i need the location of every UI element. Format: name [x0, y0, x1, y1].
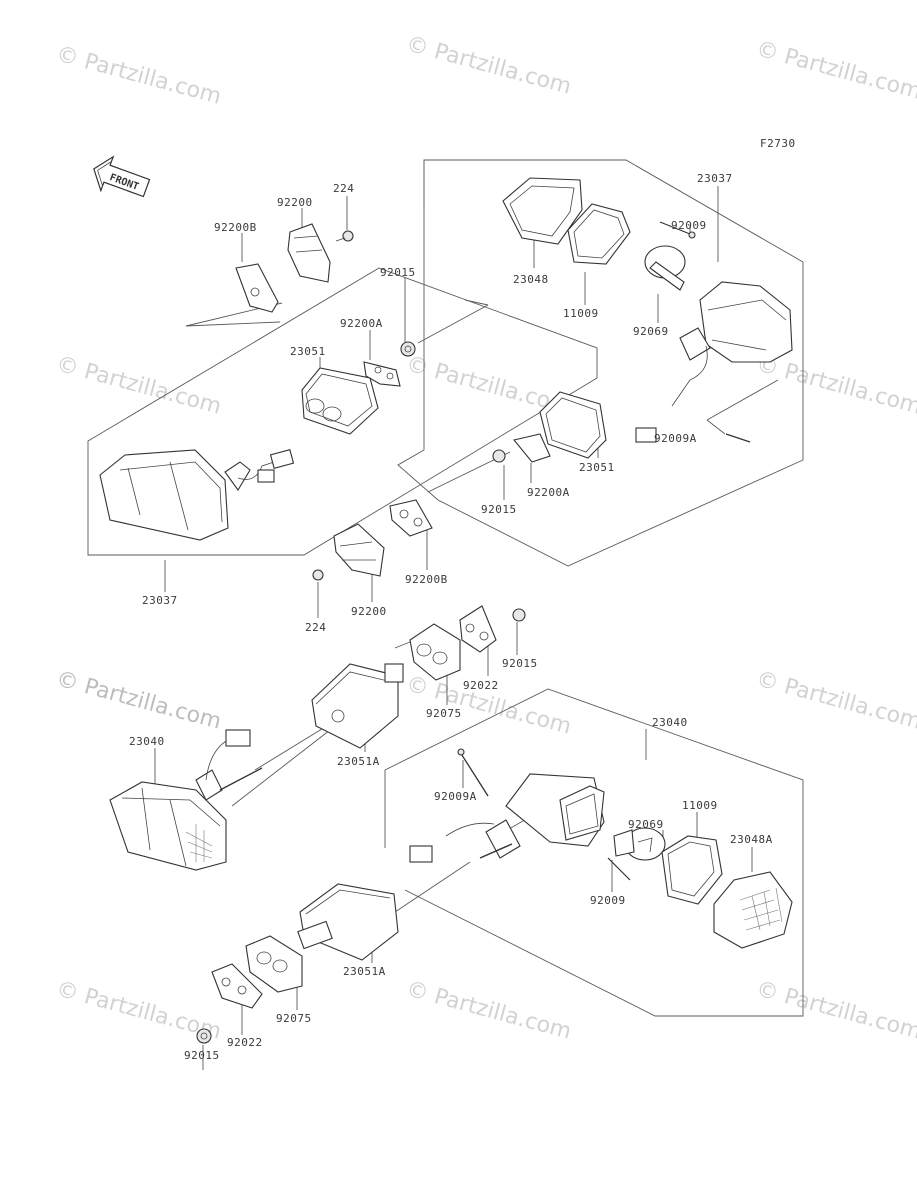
watermark: © Partzilla.com: [403, 32, 573, 100]
part-label: 23051A: [343, 965, 386, 978]
turn-signal-lamp-icon: [635, 281, 793, 443]
part-label: 92200: [277, 196, 313, 209]
part-label: 11009: [563, 307, 599, 320]
grommet-icon: [245, 935, 303, 993]
plate-icon: [235, 263, 279, 313]
part-label: 23051: [579, 461, 615, 474]
turn-signal-lamp-icon: [409, 773, 605, 863]
part-label: 92015: [502, 657, 538, 670]
screw-icon: [335, 230, 354, 242]
grommet-icon: [301, 367, 379, 435]
watermark: © Partzilla.com: [753, 352, 917, 420]
bulb-icon: [613, 827, 666, 861]
washer-icon: [211, 963, 263, 1009]
bulb-icon: [644, 245, 686, 291]
watermark: © Partzilla.com: [753, 667, 917, 735]
part-label: 92200B: [405, 573, 448, 586]
gasket-icon: [661, 835, 723, 905]
lens-icon: [502, 177, 583, 245]
part-label: 23040: [652, 716, 688, 729]
nut-icon: [196, 1028, 212, 1044]
watermark: © Partzilla.com: [753, 37, 917, 105]
part-label: 92009: [671, 219, 707, 232]
turn-signal-lamp-icon: [99, 448, 295, 541]
part-label: 224: [305, 621, 326, 634]
part-label: 92009A: [434, 790, 477, 803]
part-label: 23051A: [337, 755, 380, 768]
grommet-icon: [299, 883, 399, 961]
part-label: 92075: [426, 707, 462, 720]
part-label: 92200A: [527, 486, 570, 499]
plate-icon: [363, 361, 401, 387]
screw-icon: [312, 569, 324, 581]
part-label: 92200: [351, 605, 387, 618]
part-label: 23037: [697, 172, 733, 185]
part-label: 23048A: [730, 833, 773, 846]
front-arrow-icon: FRONT: [93, 155, 151, 198]
watermark: © Partzilla.com: [53, 42, 223, 110]
bracket-icon: [333, 523, 385, 577]
part-label: 23048: [513, 273, 549, 286]
part-label: 92075: [276, 1012, 312, 1025]
bracket-icon: [287, 223, 331, 283]
assembly-outlines: [87, 159, 804, 1017]
plate-icon: [513, 433, 551, 463]
grommet-icon: [409, 623, 461, 681]
watermark: © Partzilla.com: [53, 667, 223, 735]
part-label: 224: [333, 182, 354, 195]
part-label: 92069: [628, 818, 664, 831]
nut-icon: [492, 449, 506, 463]
gasket-icon: [567, 203, 631, 265]
part-label: 92015: [380, 266, 416, 279]
figure-code: F2730: [760, 137, 796, 150]
watermark: © Partzilla.com: [753, 977, 917, 1045]
nut-icon: [512, 608, 526, 622]
watermark: © Partzilla.com: [53, 352, 223, 420]
part-drawings: [99, 177, 793, 1044]
part-label: 23037: [142, 594, 178, 607]
watermarks: © Partzilla.com © Partzilla.com © Partzi…: [53, 32, 917, 1045]
part-label: 23051: [290, 345, 326, 358]
part-label: 11009: [682, 799, 718, 812]
part-label: 92022: [463, 679, 499, 692]
part-label: 92009: [590, 894, 626, 907]
part-label: 92022: [227, 1036, 263, 1049]
turn-signal-lamp-icon: [109, 729, 263, 871]
grommet-icon: [311, 663, 399, 749]
part-label: 92200A: [340, 317, 383, 330]
part-label: 92069: [633, 325, 669, 338]
part-labels: 224 92200 92200B 92015 92200A 23051 2303…: [129, 172, 773, 1062]
plate-icon: [389, 499, 433, 537]
lens-icon: [713, 871, 793, 949]
washer-icon: [459, 605, 497, 653]
part-label: 92015: [481, 503, 517, 516]
part-label: 92009A: [654, 432, 697, 445]
nut-icon: [400, 341, 416, 357]
part-label: 23040: [129, 735, 165, 748]
part-label: 92200B: [214, 221, 257, 234]
part-label: 92015: [184, 1049, 220, 1062]
watermark: © Partzilla.com: [403, 977, 573, 1045]
